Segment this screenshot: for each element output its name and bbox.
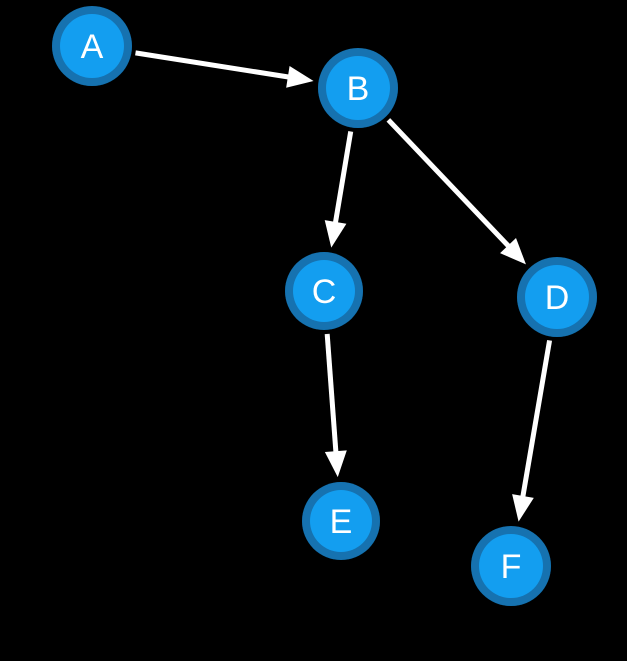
edge-line xyxy=(386,118,512,250)
graph-edge-a-b[interactable] xyxy=(135,50,314,88)
edge-arrowhead xyxy=(324,450,347,478)
node-core xyxy=(293,260,355,322)
node-core xyxy=(479,534,543,598)
node-label: E xyxy=(330,503,353,541)
graph-node-b[interactable]: B xyxy=(318,48,398,128)
node-label: B xyxy=(347,70,370,108)
graph-edge-d-f[interactable] xyxy=(512,339,553,522)
edge-arrowhead xyxy=(286,66,314,88)
graph-edge-b-c[interactable] xyxy=(324,130,354,248)
node-label: D xyxy=(545,279,570,317)
edge-line xyxy=(519,339,553,500)
graph-edge-c-e[interactable] xyxy=(324,333,347,478)
edge-line xyxy=(135,50,292,80)
node-core xyxy=(525,265,589,329)
edge-arrowhead xyxy=(324,220,347,248)
graph-node-c[interactable]: C xyxy=(285,252,363,330)
edge-arrowhead xyxy=(500,238,526,265)
graph-edge-b-d[interactable] xyxy=(386,118,526,265)
graph-node-a[interactable]: A xyxy=(52,6,132,86)
node-core xyxy=(60,14,124,78)
node-core xyxy=(326,56,390,120)
node-label: C xyxy=(312,273,337,311)
edge-arrowhead xyxy=(512,494,534,522)
graph-node-d[interactable]: D xyxy=(517,257,597,337)
edge-line xyxy=(332,130,354,226)
graph-node-f[interactable]: F xyxy=(471,526,551,606)
nodes-layer: A B C D E F xyxy=(52,6,597,606)
node-core xyxy=(310,490,372,552)
edge-line xyxy=(324,333,339,455)
graph-node-e[interactable]: E xyxy=(302,482,380,560)
node-label: A xyxy=(81,28,104,66)
node-label: F xyxy=(501,548,522,586)
edges-layer xyxy=(135,50,553,522)
